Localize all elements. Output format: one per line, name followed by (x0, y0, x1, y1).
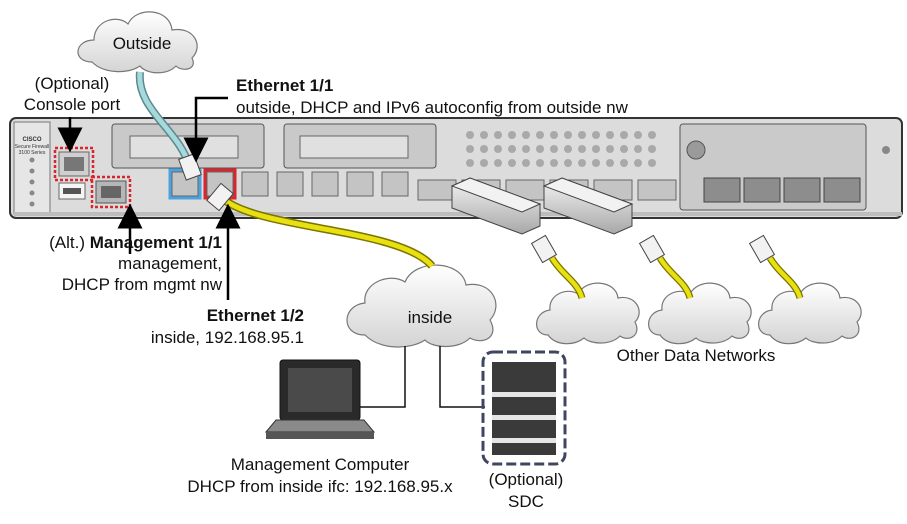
other-network-cable-3 (748, 234, 804, 300)
laptop-link (360, 346, 406, 408)
computer-label-line1: Management Computer (230, 455, 410, 474)
sfp-module-2 (542, 177, 634, 235)
chassis-model-line2: 3100 Series (19, 150, 46, 156)
eth12-title: Ethernet 1/2 (206, 306, 304, 325)
inside-cloud (346, 264, 497, 348)
sdc-label-line1: (Optional) (488, 470, 564, 489)
sdc-link (439, 346, 485, 408)
eth11-description: outside, DHCP and IPv6 autoconfig from o… (236, 98, 628, 117)
other-network-cable-1 (530, 234, 586, 300)
sdc-label-line2: SDC (508, 492, 544, 511)
outside-cloud-label: Outside (112, 34, 172, 53)
other-network-cable-2 (638, 234, 694, 300)
eth11-title: Ethernet 1/1 (236, 76, 334, 95)
chassis-brand: CISCO (22, 137, 41, 143)
eth11-arrow (183, 96, 228, 163)
mgmt-title-line: (Alt.) Management 1/1 (0, 233, 222, 253)
mgmt-line3: DHCP from mgmt nw (61, 275, 222, 294)
mgmt-prefix: (Alt.) (49, 233, 85, 252)
console-label-line2: Console port (23, 95, 121, 114)
management-computer-icon (264, 359, 376, 439)
sdc-server-icon (481, 350, 567, 466)
other-networks-label: Other Data Networks (616, 346, 776, 365)
console-label-line1: (Optional) (34, 74, 110, 93)
sfp-module-1 (450, 177, 542, 235)
mgmt-title: Management 1/1 (89, 233, 222, 252)
outside-cloud (77, 11, 198, 74)
other-network-cloud-1 (536, 282, 640, 345)
inside-cloud-label: inside (407, 308, 453, 327)
other-network-cloud-2 (648, 282, 752, 345)
other-network-cloud-3 (758, 282, 862, 345)
chassis-model-line1: Secure Firewall (15, 144, 49, 150)
computer-label-line2: DHCP from inside ifc: 192.168.95.x (187, 477, 453, 496)
inside-rj45-plug (206, 182, 234, 212)
mgmt-highlight (90, 175, 132, 209)
mgmt-line2: management, (118, 254, 222, 273)
eth12-description: inside, 192.168.95.1 (150, 328, 304, 347)
